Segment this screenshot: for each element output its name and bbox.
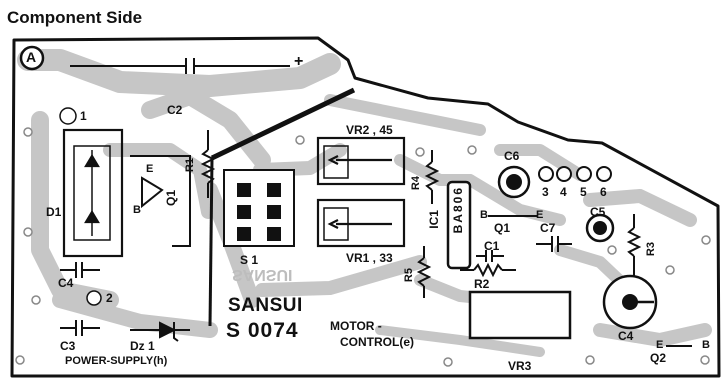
label-c6: C6: [504, 149, 520, 163]
label-r1: R1: [184, 158, 196, 173]
d1-outline: [62, 128, 124, 258]
label-q2-b: B: [702, 339, 710, 351]
r3-resistor: [626, 214, 642, 278]
pin-pads: [538, 166, 612, 182]
top-capacitor: [70, 58, 290, 74]
label-c5: C5: [590, 205, 606, 219]
vr1-trimmer: [316, 198, 406, 248]
board-marker-circle: [19, 45, 45, 71]
label-vr3: VR3: [508, 359, 532, 373]
c5-capacitor: [585, 213, 615, 243]
label-q1-mid: Q1: [494, 221, 511, 235]
label-r2: R2: [474, 277, 490, 291]
vr3-trimmer: [468, 290, 572, 340]
label-s1: S 1: [240, 253, 259, 267]
dz1-zener: [130, 321, 190, 342]
ic1-outline: [446, 180, 472, 270]
page-title: Component Side: [7, 8, 143, 27]
pin-label-4: 4: [560, 185, 567, 199]
r2-resistor: [460, 262, 516, 278]
c4-left-capacitor: [60, 262, 100, 278]
copper-traces: [17, 49, 712, 357]
label-q2: Q2: [650, 351, 667, 365]
q1-left-outline: [130, 155, 191, 247]
jumper-wire-vertical: [208, 157, 214, 327]
vr2-trimmer: [316, 136, 406, 186]
label-motor-2: CONTROL(e): [340, 335, 414, 349]
label-r3: R3: [645, 242, 657, 257]
label-r5: R5: [403, 268, 415, 283]
label-power-supply: POWER-SUPPLY(h): [65, 355, 168, 367]
pin-label-6: 6: [600, 185, 607, 199]
pin-label-3: 3: [542, 185, 549, 199]
pin-label-5: 5: [580, 185, 587, 199]
c3-capacitor: [60, 320, 100, 336]
label-ic1: IC1: [427, 210, 441, 229]
label-q2-e: E: [656, 339, 664, 351]
board-code: S 0074: [226, 319, 299, 342]
c7-capacitor: [536, 236, 572, 252]
label-vr1: VR1 , 33: [346, 251, 393, 265]
r4-resistor: [424, 150, 440, 204]
label-o2: 2: [106, 291, 113, 305]
label-c3: C3: [60, 339, 76, 353]
label-q1-left: Q1: [164, 190, 178, 207]
mounting-pads: [15, 127, 711, 367]
label-vr2: VR2 , 45: [346, 123, 393, 137]
plus-sign: +: [294, 53, 304, 70]
label-q1-left-b: B: [133, 204, 141, 216]
label-d1: D1: [46, 205, 62, 219]
ic1-part-number: BA806: [451, 186, 465, 234]
label-q1-mid-e: E: [536, 209, 544, 221]
c1-mid-capacitor: [476, 250, 504, 262]
label-c4-right: C4: [618, 329, 634, 343]
label-c4-left: C4: [58, 276, 74, 290]
r5-resistor: [416, 246, 432, 298]
jumper-wire: [210, 87, 356, 161]
label-c2: C2: [167, 103, 183, 117]
c4-right-capacitor: [602, 274, 658, 330]
label-q1-mid-b: B: [480, 209, 488, 221]
c6-capacitor: [497, 165, 531, 199]
label-c7: C7: [540, 221, 556, 235]
brand-label: SANSUI: [228, 295, 303, 316]
label-dz1: Dz 1: [130, 339, 155, 353]
board-marker: A: [26, 49, 37, 65]
label-motor-1: MOTOR -: [330, 319, 382, 333]
label-o1: 1: [80, 109, 87, 123]
mirrored-brand: SANSUI: [232, 266, 293, 283]
s1-switch: [223, 169, 295, 247]
label-r4: R4: [410, 176, 422, 191]
label-c1-mid: C1: [484, 239, 500, 253]
label-q1-left-e: E: [146, 163, 154, 175]
